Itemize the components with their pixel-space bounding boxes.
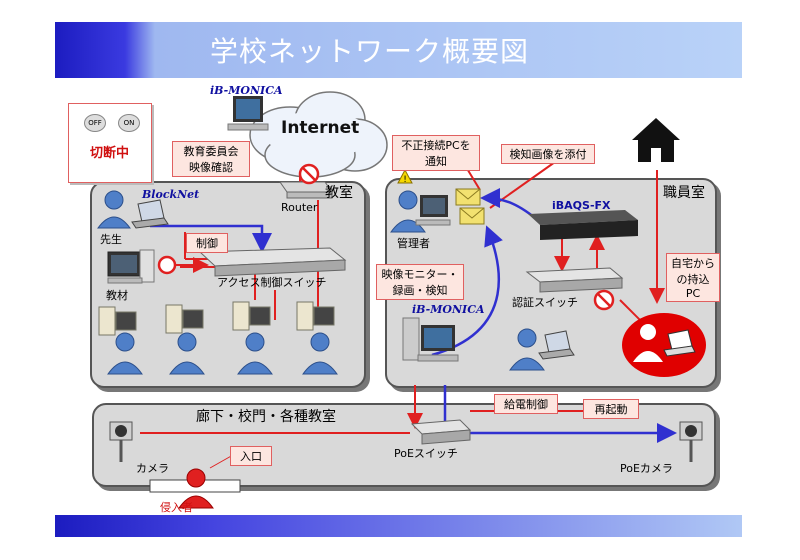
poe-switch-device <box>410 419 472 445</box>
cut-control-panel <box>68 103 152 183</box>
ibaqs-device <box>528 210 638 240</box>
poe-camera-label: PoEカメラ <box>620 462 673 475</box>
blocknet-tag: BlockNet <box>142 188 200 201</box>
off-button[interactable]: OFF <box>84 114 106 132</box>
svg-text:!: ! <box>403 175 407 185</box>
access-switch-label: アクセス制御スイッチ <box>217 276 327 289</box>
ibaqs-tag: iBAQS-FX <box>552 199 611 212</box>
unauthorized-callout: 不正接続PCを 通知 <box>392 135 480 171</box>
entry-leader <box>209 454 234 469</box>
attach-callout: 検知画像を添付 <box>501 144 595 164</box>
auth-switch-device <box>525 267 624 293</box>
ib-monica-tag-top: iB-MONICA <box>210 84 283 97</box>
access-switch-device <box>198 247 347 277</box>
block-icon-router <box>298 163 320 185</box>
intruder-label: 侵入者 <box>160 501 193 514</box>
bottom-bar <box>55 515 742 537</box>
internet-label: Internet <box>281 118 360 138</box>
control-callout: 制御 <box>186 233 228 253</box>
material-label: 教材 <box>106 289 128 302</box>
auth-switch-label: 認証スイッチ <box>512 296 578 309</box>
teacher-laptop <box>131 199 169 229</box>
entry-callout: 入口 <box>230 446 272 466</box>
corridor-zone-label: 廊下・校門・各種教室 <box>196 409 336 425</box>
blocked-circle-icon <box>157 255 177 275</box>
video-callout: 映像モニター・ 録画・検知 <box>376 264 464 300</box>
cut-status: 切断中 <box>90 146 130 161</box>
ib-monica-tag-mid: iB-MONICA <box>412 303 485 316</box>
admin-label: 管理者 <box>397 237 430 250</box>
admin-pc <box>415 195 451 226</box>
on-button[interactable]: ON <box>118 114 140 132</box>
internet-cloud <box>249 91 388 178</box>
router-label: Router <box>281 201 318 214</box>
mail-icons <box>455 188 485 225</box>
classroom-pcs <box>98 301 335 336</box>
house-icon <box>632 118 680 162</box>
intruder-icon <box>178 468 214 509</box>
top-monitor-pc <box>227 96 269 131</box>
poe-switch-label: PoEスイッチ <box>394 447 458 460</box>
camera-right <box>679 421 703 462</box>
reboot-callout: 再起動 <box>583 399 639 419</box>
block-icon-staff <box>593 289 615 311</box>
camera-label: カメラ <box>136 462 169 475</box>
home-pc-alert <box>622 313 706 377</box>
classroom-panel <box>90 181 366 388</box>
staffroom-zone-label: 職員室 <box>663 185 705 201</box>
monitor-pc <box>402 317 459 362</box>
router-device <box>279 181 333 199</box>
title-bar <box>55 22 742 78</box>
page-title: 学校ネットワーク概要図 <box>210 35 530 68</box>
warning-icon: ! <box>397 168 413 185</box>
camera-left <box>109 421 133 462</box>
teacher-label: 先生 <box>100 233 122 246</box>
staff-laptop <box>538 330 575 360</box>
board-callout: 教育委員会 映像確認 <box>172 141 250 177</box>
person-icons <box>97 190 545 375</box>
classroom-zone-label: 教室 <box>325 185 353 201</box>
home-pc-callout: 自宅から の持込 PC <box>666 253 720 302</box>
power-callout: 給電制御 <box>494 394 558 414</box>
material-monitor <box>107 249 155 284</box>
